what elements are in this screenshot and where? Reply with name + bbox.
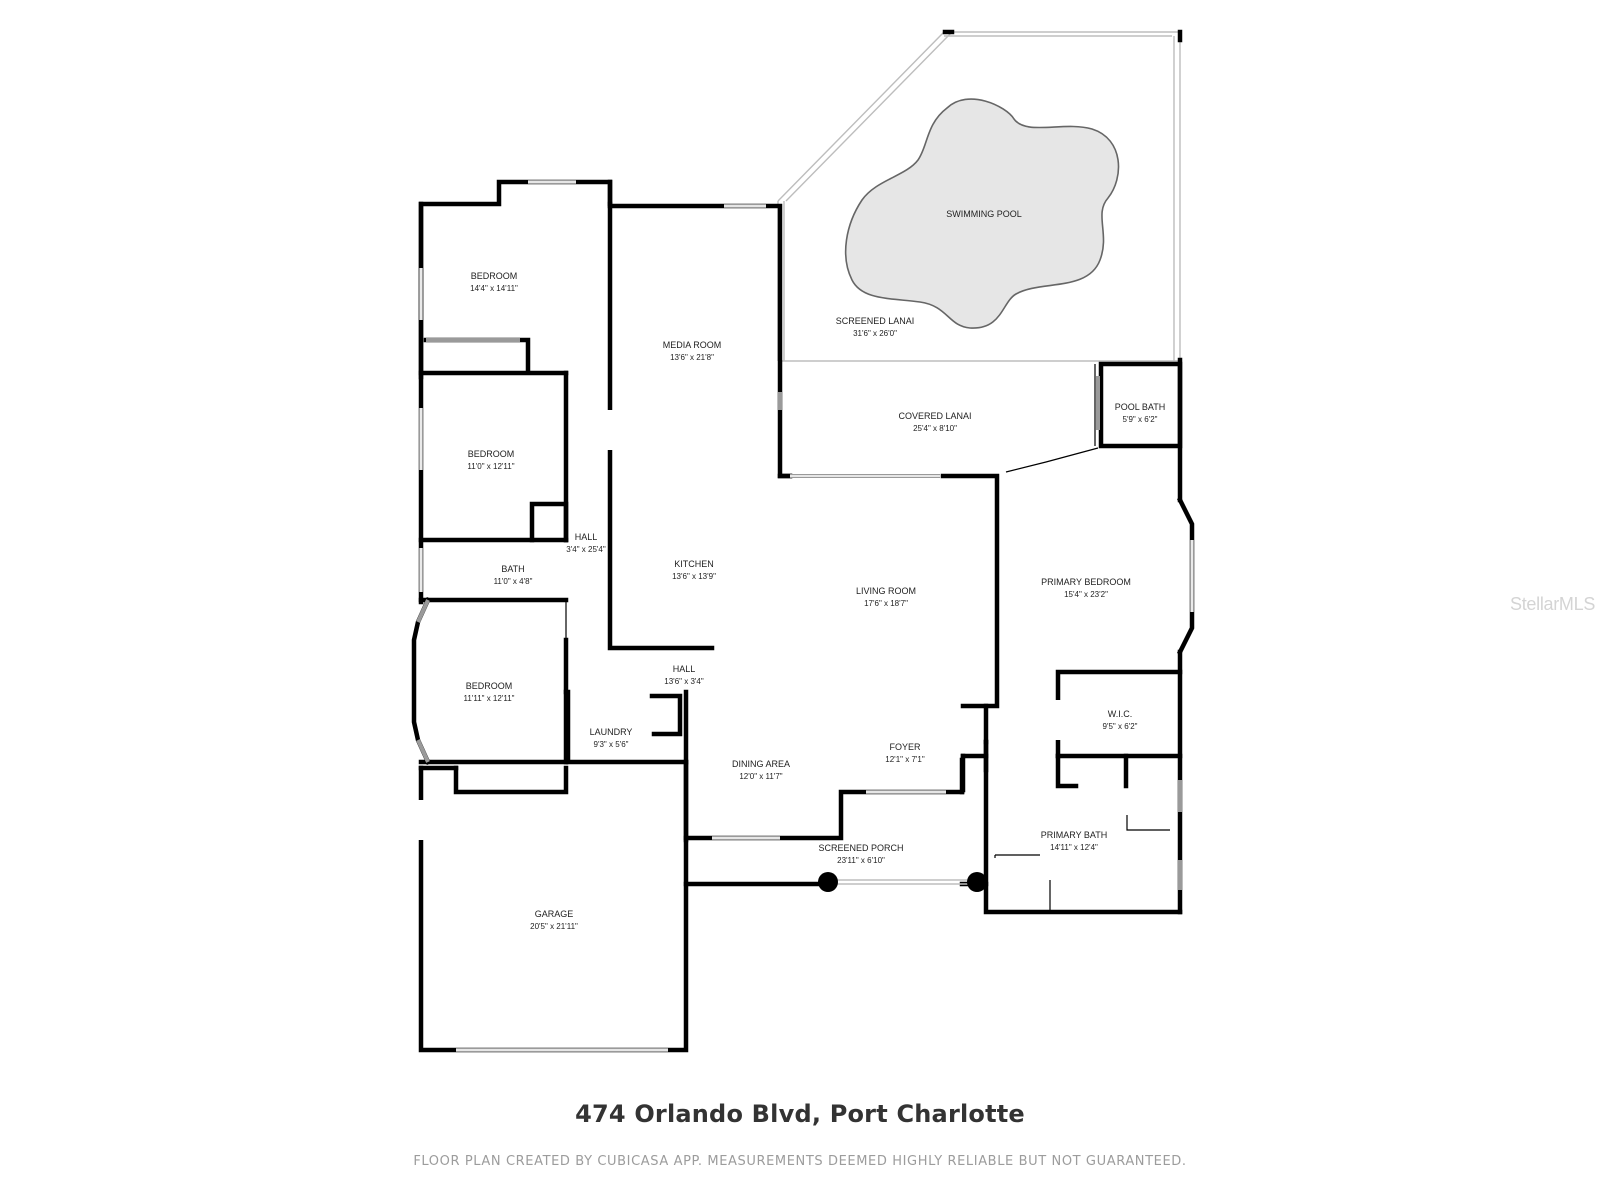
bedroom-1-label: BEDROOM — [471, 271, 518, 281]
room-labels: SWIMMING POOL SCREENED LANAI 31'6" x 26'… — [464, 209, 1166, 931]
screened-lanai-dims: 31'6" x 26'0" — [853, 329, 897, 338]
bedroom-2-dims: 11'0" x 12'11" — [467, 462, 514, 471]
primary-bath-label: PRIMARY BATH — [1041, 830, 1108, 840]
screened-porch-dims: 23'11" x 6'10" — [837, 856, 885, 865]
interior-details — [565, 364, 1170, 910]
garage-dims: 20'5" x 21'11" — [530, 922, 578, 931]
living-room-dims: 17'6" x 18'7" — [864, 599, 908, 608]
media-room-label: MEDIA ROOM — [663, 340, 722, 350]
garage-label: GARAGE — [535, 909, 574, 919]
pool-bath-label: POOL BATH — [1115, 402, 1166, 412]
hall-1-label: HALL — [575, 532, 598, 542]
door-openings — [418, 410, 1061, 840]
foyer-label: FOYER — [889, 742, 921, 752]
bath-label: BATH — [501, 564, 524, 574]
bedroom-1-dims: 14'4" x 14'11" — [470, 284, 518, 293]
walls — [411, 179, 1195, 1053]
address-title: 474 Orlando Blvd, Port Charlotte — [575, 1100, 1025, 1128]
kitchen-dims: 13'6" x 13'9" — [672, 572, 716, 581]
bath-dims: 11'0" x 4'8" — [494, 577, 533, 586]
wic-label: W.I.C. — [1108, 709, 1133, 719]
watermark: StellarMLS — [1510, 594, 1596, 614]
laundry-label: LAUNDRY — [590, 727, 633, 737]
hall-1-dims: 3'4" x 25'4" — [566, 545, 606, 554]
swimming-pool — [844, 98, 1120, 329]
porch-screen — [828, 879, 980, 885]
porch-column-left — [818, 872, 838, 892]
hall-2-dims: 13'6" x 3'4" — [664, 677, 704, 686]
media-room-dims: 13'6" x 21'8" — [670, 353, 714, 362]
laundry-dims: 9'3" x 5'6" — [594, 740, 629, 749]
primary-bedroom-label: PRIMARY BEDROOM — [1041, 577, 1131, 587]
primary-bedroom-dims: 15'4" x 23'2" — [1064, 590, 1108, 599]
primary-bath-dims: 14'11" x 12'4" — [1050, 843, 1098, 852]
porch-column-right — [967, 872, 987, 892]
swimming-pool-label: SWIMMING POOL — [946, 209, 1022, 219]
bedroom-2-label: BEDROOM — [468, 449, 515, 459]
bedroom-3-label: BEDROOM — [466, 681, 513, 691]
foyer-dims: 12'1" x 7'1" — [885, 755, 925, 764]
disclaimer-text: FLOOR PLAN CREATED BY CUBICASA APP. MEAS… — [413, 1154, 1187, 1169]
living-room-label: LIVING ROOM — [856, 586, 916, 596]
covered-lanai-label: COVERED LANAI — [898, 411, 971, 421]
screened-porch-label: SCREENED PORCH — [818, 843, 903, 853]
dining-area-label: DINING AREA — [732, 759, 790, 769]
covered-lanai-dims: 25'4" x 8'10" — [913, 424, 957, 433]
hall-2-label: HALL — [673, 664, 696, 674]
screened-lanai-label: SCREENED LANAI — [836, 316, 915, 326]
windows — [416, 180, 1194, 1052]
wic-dims: 9'5" x 6'2" — [1103, 722, 1138, 731]
dining-area-dims: 12'0" x 11'7" — [739, 772, 782, 781]
bedroom-3-dims: 11'11" x 12'11" — [464, 694, 515, 703]
kitchen-label: KITCHEN — [674, 559, 714, 569]
pool-bath-dims: 5'9" x 6'2" — [1123, 415, 1158, 424]
